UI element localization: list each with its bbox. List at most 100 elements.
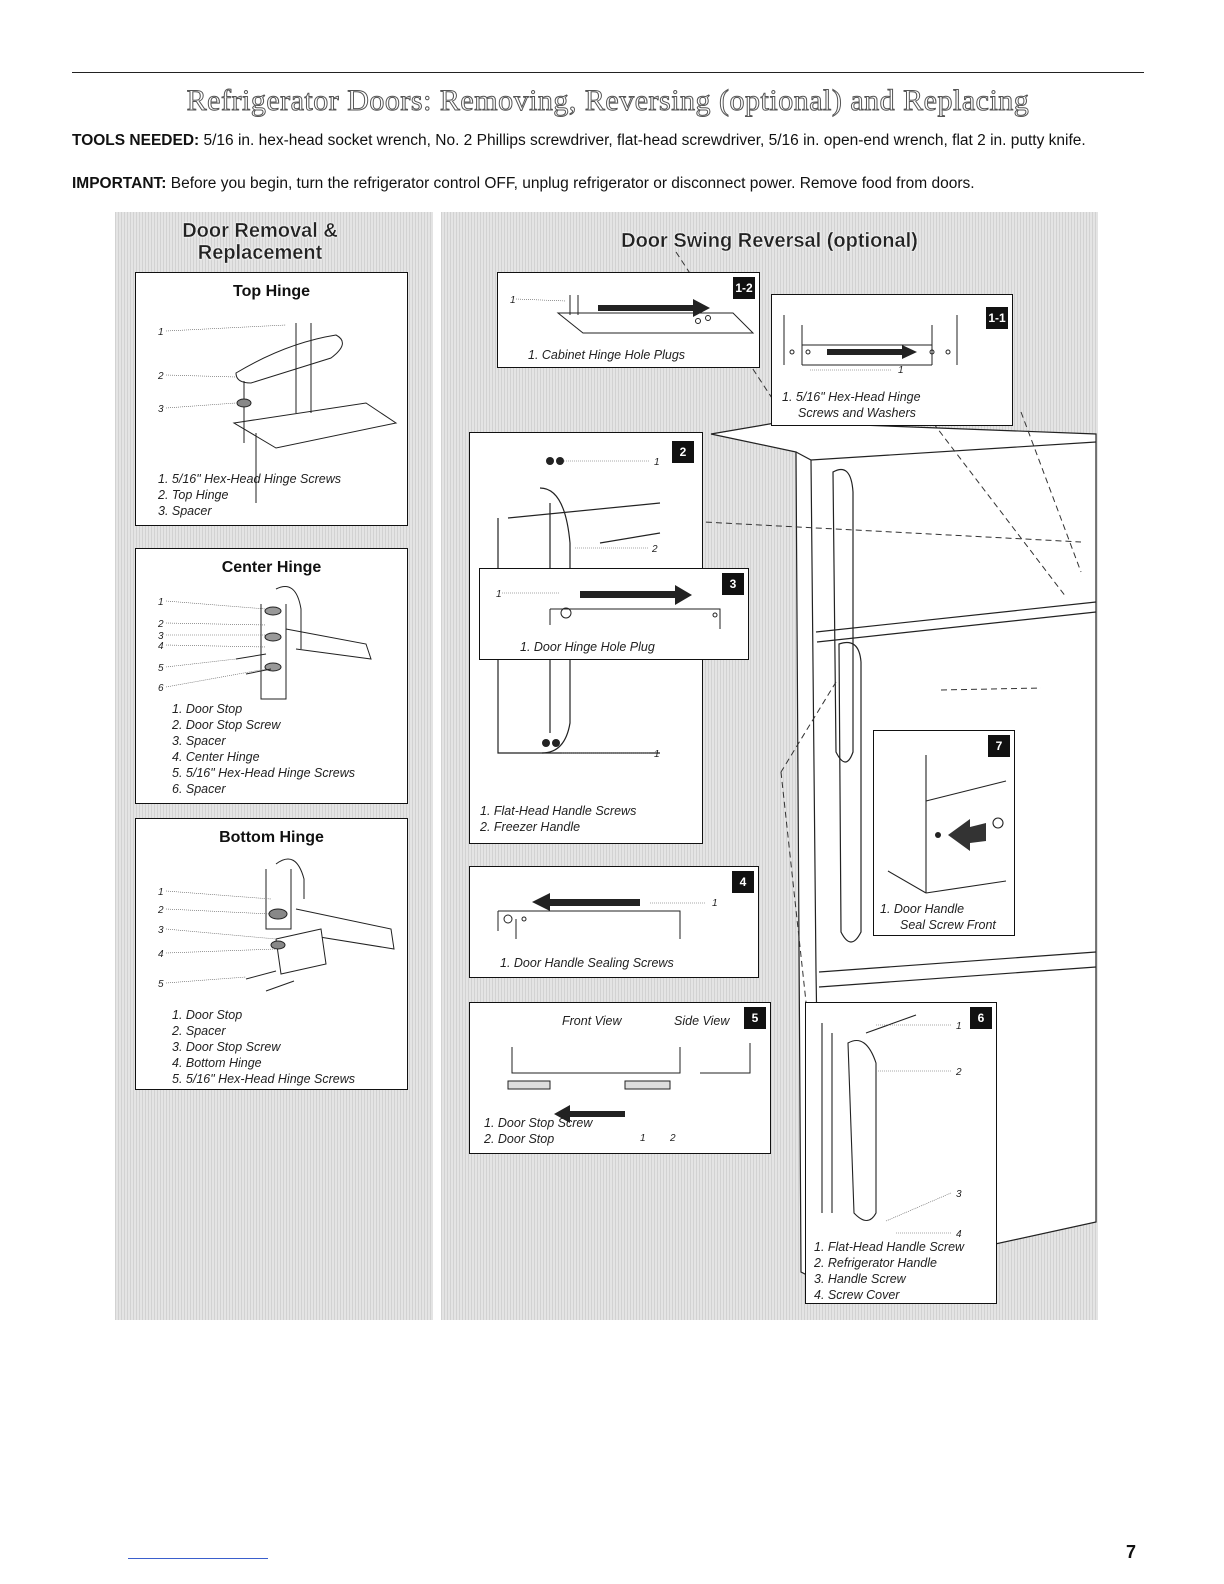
step-5-diagram: 1 2: [507, 1043, 751, 1144]
bottom-hinge-box: Bottom Hinge 1 2 3 4: [135, 818, 408, 1090]
step-7-caption-line2: Seal Screw Front: [900, 918, 996, 932]
bottom-hinge-callout-2: 2: [157, 905, 164, 916]
bottom-hinge-caption-2: 2. Spacer: [172, 1024, 226, 1038]
step-5-captions: 1. Door Stop Screw 2. Door Stop: [484, 1115, 592, 1147]
step-1-2-caption: 1. Cabinet Hinge Hole Plugs: [528, 348, 686, 362]
bottom-hinge-caption-4: 4. Bottom Hinge: [172, 1056, 262, 1070]
center-hinge-caption-6: 6. Spacer: [172, 782, 226, 796]
step-7-captions: 1. Door Handle Seal Screw Front: [880, 901, 996, 933]
center-hinge-callout-2: 2: [157, 619, 164, 630]
step-1-2-diagram: 1: [510, 295, 755, 334]
step-5-box: 5 Front View Side View 1 2 1. Door Stop …: [469, 1002, 771, 1154]
top-hinge-caption-2: 2. Top Hinge: [158, 488, 229, 502]
step-2-callout-2: 2: [651, 544, 658, 555]
step-7-box: 7 1. Door Handle Seal Screw Front: [873, 730, 1015, 936]
door-removal-title: Door Removal & Replacement: [115, 220, 405, 264]
tools-label: TOOLS NEEDED:: [72, 132, 200, 149]
top-hinge-captions: 1. 5/16" Hex-Head Hinge Screws 2. Top Hi…: [158, 471, 341, 519]
step-3-box: 3 1 1. Door Hinge Hole Plug: [479, 568, 749, 660]
bottom-hinge-title: Bottom Hinge: [219, 829, 324, 846]
step-1-2-callout-1: 1: [510, 295, 516, 306]
center-hinge-caption-2: 2. Door Stop Screw: [172, 718, 281, 732]
bottom-hinge-caption-1: 1. Door Stop: [172, 1008, 243, 1022]
step-1-1-diagram: 1: [783, 315, 958, 376]
step-1-1-caption-line2: Screws and Washers: [798, 406, 916, 420]
center-hinge-caption-1: 1. Door Stop: [172, 702, 243, 716]
step-7-caption-line1: 1. Door Handle: [880, 902, 965, 916]
step-2-captions: 1. Flat-Head Handle Screws 2. Freezer Ha…: [480, 803, 636, 835]
step-2-badge: 2: [672, 441, 694, 463]
step-3-callout-1: 1: [496, 589, 502, 600]
important-paragraph: IMPORTANT: Before you begin, turn the re…: [72, 174, 1144, 193]
bottom-hinge-callout-5: 5: [158, 979, 164, 990]
tools-text: 5/16 in. hex-head socket wrench, No. 2 P…: [203, 132, 1086, 149]
door-removal-panel: Door Removal & Replacement Top Hinge 1 2: [115, 212, 433, 1320]
top-hinge-callout-2: 2: [157, 371, 164, 382]
step-6-caption-1: 1. Flat-Head Handle Screw: [814, 1240, 965, 1254]
top-hinge-box: Top Hinge 1 2 3 1. 5/16" Hex-Head Hinge …: [135, 272, 408, 526]
bottom-hinge-callout-1: 1: [158, 887, 164, 898]
step-2-callout-1: 1: [654, 457, 660, 468]
tools-paragraph: TOOLS NEEDED: 5/16 in. hex-head socket w…: [72, 131, 1144, 150]
step-3-diagram: 1: [496, 585, 721, 629]
top-hinge-title: Top Hinge: [232, 283, 311, 300]
top-hinge-callout-1: 1: [158, 327, 164, 338]
center-hinge-diagram: 1 2 3 4 5 6: [157, 586, 372, 700]
step-1-1-callout-1: 1: [898, 365, 904, 376]
step-2-caption-2: 2. Freezer Handle: [480, 820, 581, 834]
step-5-caption-2: 2. Door Stop: [484, 1132, 555, 1146]
step-4-caption: 1. Door Handle Sealing Screws: [500, 956, 674, 970]
step-3-badge: 3: [722, 573, 744, 595]
center-hinge-callout-5: 5: [158, 663, 164, 674]
bottom-hinge-caption-5: 5. 5/16" Hex-Head Hinge Screws: [172, 1072, 355, 1086]
center-hinge-box: Center Hinge 1 2 3: [135, 548, 408, 804]
page-number: 7: [1126, 1542, 1137, 1562]
step-2-callout-3: 1: [654, 749, 660, 760]
top-hinge-caption-1: 1. 5/16" Hex-Head Hinge Screws: [158, 472, 341, 486]
center-hinge-caption-4: 4. Center Hinge: [172, 750, 260, 764]
footer-link-underline: [128, 1558, 268, 1559]
step-1-2-box: 1-2 1 1. Cabinet Hinge Hole Plugs: [497, 272, 760, 368]
step-6-caption-2: 2. Refrigerator Handle: [814, 1256, 937, 1270]
step-6-caption-3: 3. Handle Screw: [814, 1272, 906, 1286]
bottom-hinge-callout-3: 3: [158, 925, 164, 936]
center-hinge-callout-1: 1: [158, 597, 164, 608]
step-1-2-badge: 1-2: [733, 277, 755, 299]
center-hinge-title: Center Hinge: [221, 559, 322, 576]
step-5-caption-1: 1. Door Stop Screw: [484, 1116, 593, 1130]
center-hinge-callout-4: 4: [158, 641, 164, 652]
bottom-hinge-callout-4: 4: [158, 949, 164, 960]
bottom-hinge-diagram: 1 2 3 4 5: [157, 858, 395, 992]
center-hinge-caption-3: 3. Spacer: [172, 734, 226, 748]
bottom-hinge-caption-3: 3. Door Stop Screw: [172, 1040, 281, 1054]
step-7-diagram: [887, 755, 1007, 894]
door-removal-title-line1: Door Removal &: [182, 220, 338, 242]
page-title: Refrigerator Doors: Removing, Reversing …: [186, 84, 1030, 118]
step-6-badge: 6: [970, 1007, 992, 1029]
center-hinge-captions: 1. Door Stop 2. Door Stop Screw 3. Space…: [172, 701, 355, 797]
step-4-diagram: 1: [497, 893, 718, 939]
step-4-callout-1: 1: [712, 898, 718, 909]
step-6-callout-1: 1: [956, 1021, 962, 1032]
center-hinge-callout-6: 6: [158, 683, 164, 694]
step-5-callout-2: 2: [669, 1133, 676, 1144]
top-hinge-callout-3: 3: [158, 404, 164, 415]
top-hinge-caption-3: 3. Spacer: [158, 504, 212, 518]
step-3-caption: 1. Door Hinge Hole Plug: [520, 640, 655, 654]
center-hinge-caption-5: 5. 5/16" Hex-Head Hinge Screws: [172, 766, 355, 780]
step-4-badge: 4: [732, 871, 754, 893]
top-rule: [72, 72, 1144, 73]
step-1-1-captions: 1. 5/16" Hex-Head Hinge Screws and Washe…: [782, 389, 921, 421]
door-swing-reversal-title: Door Swing Reversal (optional): [621, 230, 918, 252]
door-swing-reversal-panel: Door Swing Reversal (optional) 1-2: [441, 212, 1098, 1320]
door-removal-title-line2: Replacement: [197, 242, 323, 264]
step-6-callout-3: 3: [956, 1189, 962, 1200]
step-6-callout-4: 4: [956, 1229, 962, 1240]
step-5-side-view-label: Side View: [674, 1014, 730, 1028]
important-label: IMPORTANT:: [72, 175, 167, 192]
center-hinge-callout-3: 3: [158, 631, 164, 642]
step-5-front-view-label: Front View: [562, 1014, 622, 1028]
step-1-1-box: 1-1 1 1. 5/16" Hex-Head Hinge Screws and…: [771, 294, 1013, 426]
step-5-callout-1: 1: [640, 1133, 646, 1144]
step-7-badge: 7: [988, 735, 1010, 757]
